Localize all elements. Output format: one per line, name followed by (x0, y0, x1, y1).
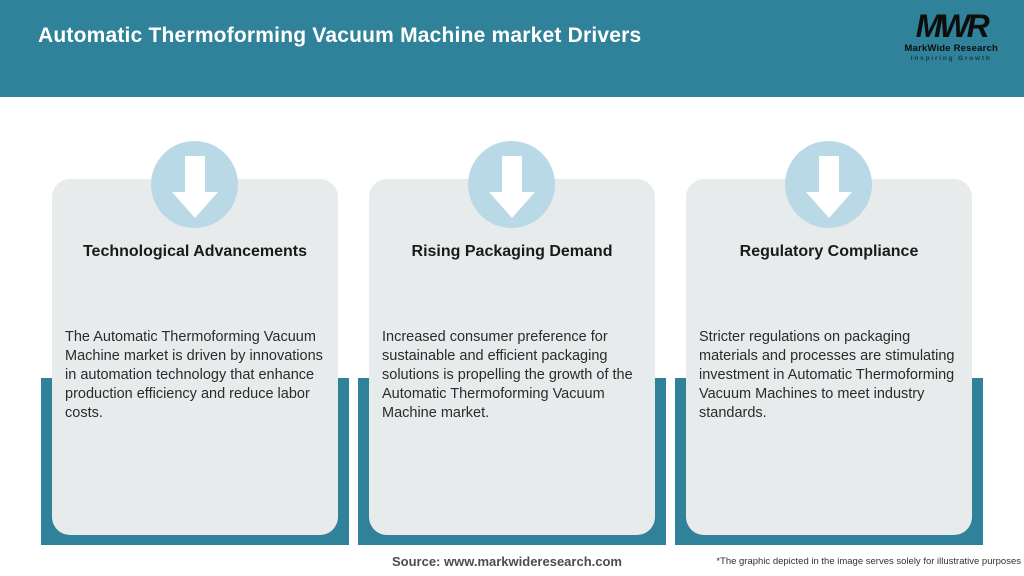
source-text: Source: www.markwideresearch.com (391, 554, 622, 569)
card-body: Increased consumer preference for sustai… (382, 329, 633, 421)
down-arrow-icon (151, 141, 238, 228)
disclaimer-text: *The graphic depicted in the image serve… (716, 556, 1021, 567)
logo-tagline: Inspiring Growth (910, 54, 992, 62)
down-arrow-icon (468, 141, 555, 228)
logo-name: MarkWide Research (904, 43, 998, 54)
logo-acronym: MWR (915, 8, 990, 44)
card-title: Technological Advancements (82, 243, 308, 260)
down-arrow-icon (785, 141, 872, 228)
driver-card-regulatory-compliance: Regulatory Compliance Stricter regulatio… (686, 179, 972, 535)
brand-logo: MWR MarkWide Research Inspiring Growth (904, 10, 998, 62)
driver-card-rising-packaging-demand: Rising Packaging Demand Increased consum… (369, 179, 655, 535)
page-title: Automatic Thermoforming Vacuum Machine m… (38, 24, 642, 47)
header-bar: Automatic Thermoforming Vacuum Machine m… (0, 0, 1024, 97)
driver-card-technological-advancements: Technological Advancements The Automatic… (52, 179, 338, 535)
card-title: Regulatory Compliance (739, 243, 919, 260)
card-body: Stricter regulations on packaging materi… (699, 329, 955, 421)
card-body: The Automatic Thermoforming Vacuum Machi… (65, 329, 323, 421)
card-title: Rising Packaging Demand (411, 243, 613, 260)
